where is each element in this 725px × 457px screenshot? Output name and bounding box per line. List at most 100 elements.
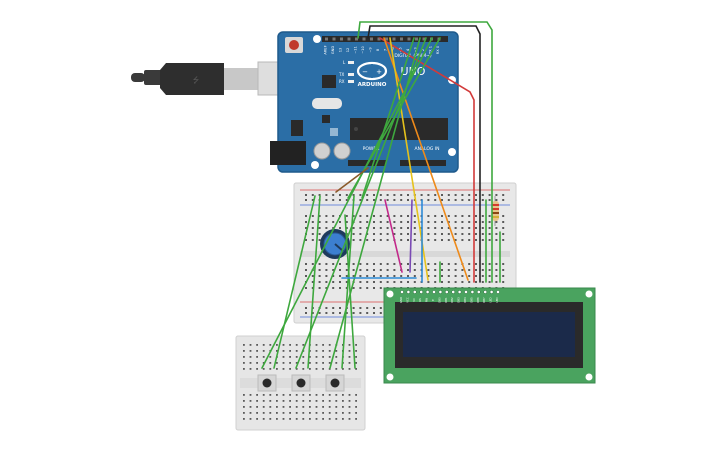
breadboard-hole[interactable] [243, 406, 245, 408]
breadboard-hole[interactable] [400, 221, 403, 223]
breadboard-hole[interactable] [322, 350, 324, 352]
breadboard-hole[interactable] [495, 269, 498, 271]
breadboard-hole[interactable] [348, 368, 351, 370]
header-pin[interactable] [370, 37, 373, 41]
breadboard-hole[interactable] [481, 199, 484, 201]
breadboard-hole[interactable] [249, 362, 252, 364]
breadboard-hole[interactable] [348, 412, 351, 414]
breadboard-hole[interactable] [475, 275, 477, 277]
breadboard-hole[interactable] [342, 400, 344, 402]
reset-button-cap[interactable] [289, 40, 299, 50]
breadboard-hole[interactable] [339, 227, 341, 229]
breadboard-hole[interactable] [243, 400, 245, 402]
breadboard-hole[interactable] [407, 239, 409, 241]
lcd-pin[interactable] [438, 290, 443, 294]
breadboard-hole[interactable] [393, 281, 396, 283]
breadboard-hole[interactable] [318, 233, 321, 235]
breadboard-hole[interactable] [379, 199, 382, 201]
breadboard-hole[interactable] [325, 312, 328, 314]
breadboard-hole[interactable] [322, 362, 324, 364]
breadboard-hole[interactable] [413, 269, 416, 271]
push-button-2[interactable] [291, 374, 311, 392]
breadboard-hole[interactable] [311, 281, 314, 283]
breadboard-hole[interactable] [379, 263, 382, 265]
breadboard-hole[interactable] [359, 281, 362, 283]
breadboard-hole[interactable] [305, 275, 307, 277]
breadboard-hole[interactable] [289, 368, 291, 370]
breadboard-hole[interactable] [335, 394, 338, 396]
breadboard-hole[interactable] [379, 281, 382, 283]
breadboard-hole[interactable] [393, 227, 396, 229]
breadboard-hole[interactable] [345, 227, 348, 229]
breadboard-hole[interactable] [468, 281, 471, 283]
breadboard-hole[interactable] [328, 344, 331, 346]
breadboard-hole[interactable] [335, 350, 338, 352]
breadboard-hole[interactable] [386, 275, 389, 277]
breadboard-hole[interactable] [325, 269, 328, 271]
lcd-pin[interactable] [483, 290, 488, 294]
breadboard-hole[interactable] [318, 215, 321, 217]
breadboard-hole[interactable] [282, 350, 285, 352]
breadboard-hole[interactable] [379, 227, 382, 229]
lcd-pin[interactable] [457, 290, 462, 294]
breadboard-hole[interactable] [262, 418, 265, 420]
breadboard-hole[interactable] [481, 194, 484, 196]
breadboard-hole[interactable] [276, 400, 278, 402]
breadboard-hole[interactable] [373, 307, 375, 309]
breadboard-hole[interactable] [359, 307, 362, 309]
breadboard-hole[interactable] [355, 362, 357, 364]
breadboard-hole[interactable] [366, 269, 369, 271]
breadboard-hole[interactable] [502, 263, 505, 265]
breadboard-hole[interactable] [386, 194, 389, 196]
breadboard-hole[interactable] [322, 418, 324, 420]
breadboard-hole[interactable] [413, 227, 416, 229]
breadboard-hole[interactable] [243, 344, 245, 346]
breadboard-hole[interactable] [434, 263, 437, 265]
lcd-pin[interactable] [406, 290, 411, 294]
header-pin[interactable] [407, 37, 411, 41]
breadboard-hole[interactable] [332, 194, 335, 196]
breadboard-hole[interactable] [441, 199, 443, 201]
breadboard-hole[interactable] [434, 194, 437, 196]
breadboard-hole[interactable] [328, 362, 331, 364]
breadboard-hole[interactable] [495, 239, 498, 241]
breadboard-hole[interactable] [379, 307, 382, 309]
breadboard-hole[interactable] [475, 233, 477, 235]
breadboard-hole[interactable] [328, 394, 331, 396]
breadboard-hole[interactable] [335, 406, 338, 408]
breadboard-hole[interactable] [315, 350, 318, 352]
breadboard-hole[interactable] [282, 344, 285, 346]
breadboard-hole[interactable] [325, 287, 328, 289]
breadboard-hole[interactable] [269, 418, 272, 420]
breadboard-hole[interactable] [373, 227, 375, 229]
breadboard-hole[interactable] [441, 233, 443, 235]
breadboard-hole[interactable] [386, 221, 389, 223]
breadboard-hole[interactable] [302, 400, 305, 402]
breadboard-hole[interactable] [447, 221, 450, 223]
breadboard-hole[interactable] [400, 239, 403, 241]
breadboard-hole[interactable] [311, 275, 314, 277]
breadboard-hole[interactable] [289, 412, 291, 414]
wire-green[interactable] [361, 37, 415, 199]
breadboard-hole[interactable] [427, 215, 430, 217]
breadboard-hole[interactable] [335, 356, 338, 358]
breadboard-hole[interactable] [256, 350, 258, 352]
breadboard-hole[interactable] [332, 287, 335, 289]
breadboard-hole[interactable] [342, 394, 344, 396]
breadboard-hole[interactable] [262, 368, 265, 370]
breadboard-hole[interactable] [488, 221, 491, 223]
breadboard-hole[interactable] [339, 221, 341, 223]
breadboard-hole[interactable] [309, 356, 311, 358]
breadboard-hole[interactable] [400, 194, 403, 196]
breadboard-hole[interactable] [352, 269, 355, 271]
breadboard-hole[interactable] [502, 199, 505, 201]
breadboard-hole[interactable] [373, 281, 375, 283]
breadboard-hole[interactable] [249, 368, 252, 370]
breadboard-hole[interactable] [468, 221, 471, 223]
lcd-pin[interactable] [470, 290, 475, 294]
breadboard-hole[interactable] [373, 233, 375, 235]
breadboard-hole[interactable] [305, 269, 307, 271]
breadboard-hole[interactable] [262, 400, 265, 402]
breadboard-hole[interactable] [407, 221, 409, 223]
